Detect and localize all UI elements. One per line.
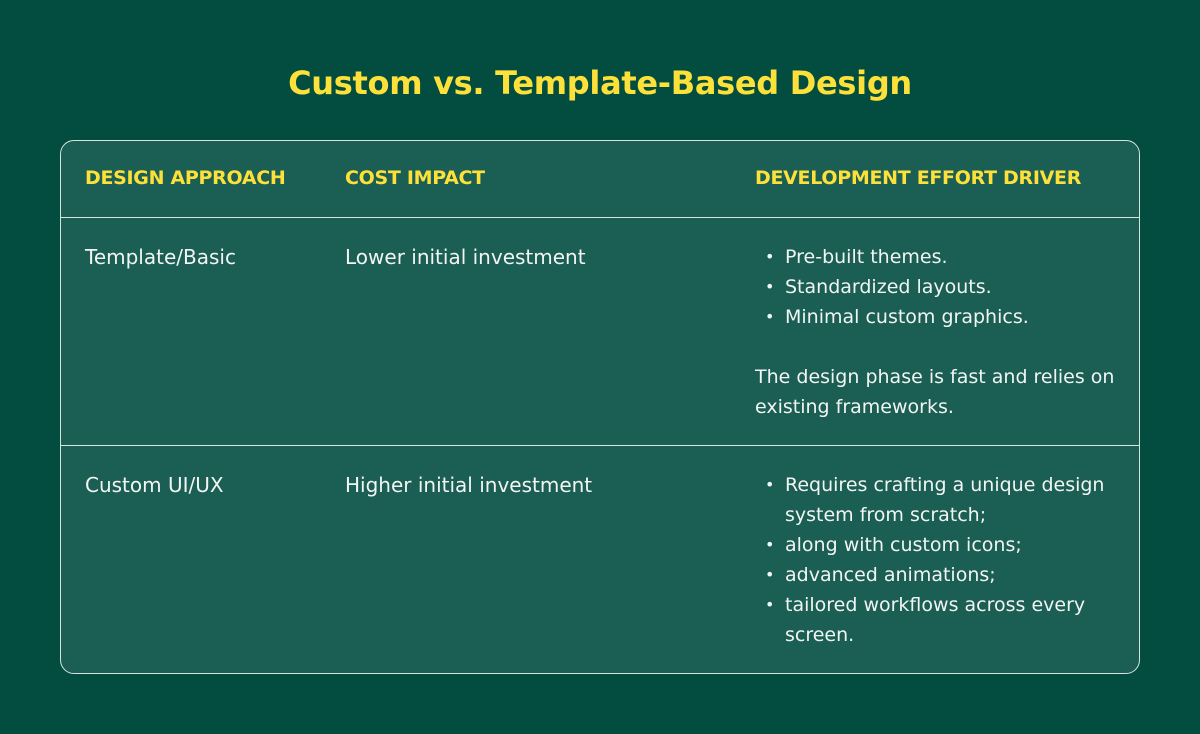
- effort-driver-cell: Pre-built themes. Standardized layouts. …: [755, 242, 1115, 422]
- bullet-item: Standardized layouts.: [755, 272, 1115, 302]
- bullet-item: Requires crafting a unique design system…: [755, 470, 1115, 530]
- table-row: Custom UI/UX Higher initial investment R…: [61, 446, 1139, 673]
- table-header-row: DESIGN APPROACH COST IMPACT DEVELOPMENT …: [61, 141, 1139, 218]
- effort-driver-cell: Requires crafting a unique design system…: [755, 470, 1115, 650]
- design-approach-cell: Template/Basic: [85, 245, 236, 269]
- design-approach-cell: Custom UI/UX: [85, 473, 224, 497]
- bullet-item: advanced animations;: [755, 560, 1115, 590]
- header-cost-impact: COST IMPACT: [345, 167, 485, 189]
- bullet-item: Minimal custom graphics.: [755, 302, 1115, 332]
- effort-note: The design phase is fast and relies on e…: [755, 366, 1115, 418]
- page-title: Custom vs. Template-Based Design: [288, 64, 912, 102]
- cost-impact-cell: Higher initial investment: [345, 473, 593, 497]
- header-development-effort-driver: DEVELOPMENT EFFORT DRIVER: [755, 167, 1082, 189]
- bullet-item: along with custom icons;: [755, 530, 1115, 560]
- bullet-item: tailored workflows across every screen.: [755, 590, 1115, 650]
- effort-bullet-list: Requires crafting a unique design system…: [755, 470, 1115, 650]
- comparison-table: DESIGN APPROACH COST IMPACT DEVELOPMENT …: [60, 140, 1140, 674]
- effort-bullet-list: Pre-built themes. Standardized layouts. …: [755, 242, 1115, 332]
- table-row: Template/Basic Lower initial investment …: [61, 218, 1139, 446]
- bullet-item: Pre-built themes.: [755, 242, 1115, 272]
- header-design-approach: DESIGN APPROACH: [85, 167, 286, 189]
- cost-impact-cell: Lower initial investment: [345, 245, 586, 269]
